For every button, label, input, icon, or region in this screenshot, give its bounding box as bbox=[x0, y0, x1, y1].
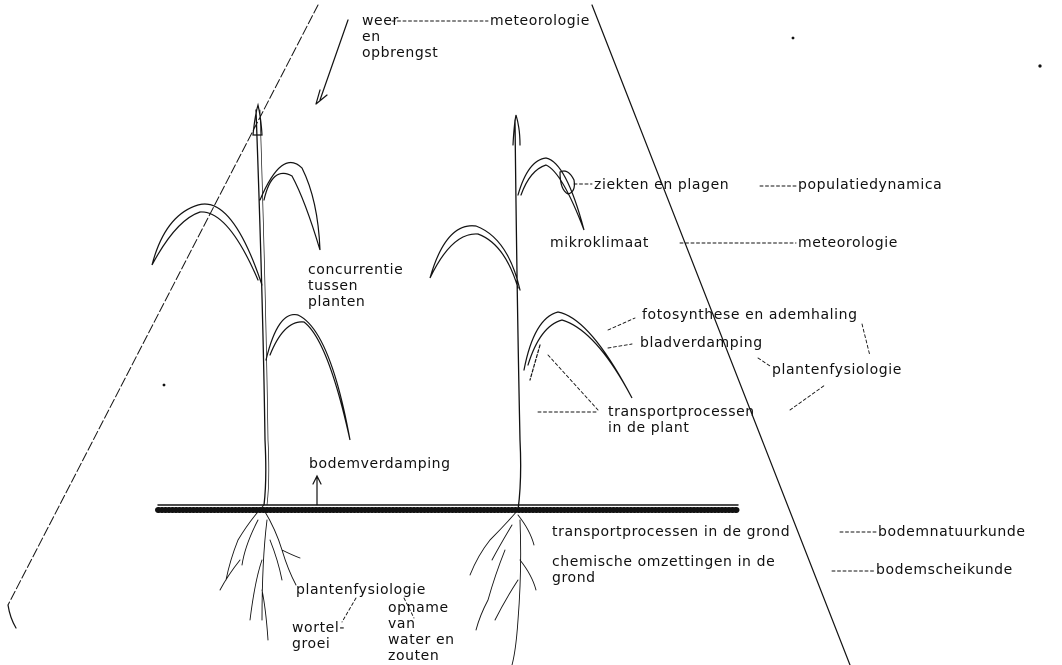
label-meteorology-top: meteorologie bbox=[490, 13, 590, 29]
label-population-dynamics: populatiedynamica bbox=[798, 177, 942, 193]
label-weather-yield: weer en opbrengst bbox=[362, 13, 438, 61]
left-plant-stem bbox=[256, 110, 266, 505]
label-photosynthesis: fotosynthese en ademhaling bbox=[642, 307, 858, 323]
left-leaf-3 bbox=[266, 315, 350, 440]
leader-foto bbox=[608, 318, 635, 330]
label-soil-chemistry: bodemscheikunde bbox=[876, 562, 1013, 578]
label-competition: concurrentie tussen planten bbox=[308, 262, 403, 310]
dot-mark-3 bbox=[163, 384, 165, 386]
right-leaf-1 bbox=[518, 158, 584, 230]
label-diseases: ziekten en plagen bbox=[594, 177, 729, 193]
label-soil-physics: bodemnatuurkunde bbox=[878, 524, 1026, 540]
dot-mark-2 bbox=[792, 37, 794, 39]
label-root-growth: wortel- groei bbox=[292, 620, 345, 652]
leader-plantfys-right bbox=[758, 324, 870, 366]
leader-blad bbox=[608, 344, 632, 348]
right-leaf-2 bbox=[430, 226, 520, 290]
label-plant-physiology-right: plantenfysiologie bbox=[772, 362, 902, 378]
label-soil-evaporation: bodemverdamping bbox=[309, 456, 451, 472]
label-transport-plant: transportprocessen in de plant bbox=[608, 404, 755, 436]
label-transport-soil: transportprocessen in de grond bbox=[552, 524, 790, 540]
label-leaf-transpiration: bladverdamping bbox=[640, 335, 763, 351]
right-plant-ear bbox=[513, 115, 520, 145]
right-roots bbox=[470, 510, 536, 665]
left-leaf-2 bbox=[152, 204, 262, 285]
label-chemical-conversions: chemische omzettingen in de grond bbox=[552, 554, 775, 586]
label-meteorology-mid: meteorologie bbox=[798, 235, 898, 251]
label-plant-physiology-left: plantenfysiologie bbox=[296, 582, 426, 598]
left-boundary-line bbox=[8, 5, 318, 605]
right-leaf-3 bbox=[524, 312, 632, 398]
left-plant-stem-b bbox=[260, 110, 269, 505]
leader-plantfys-left bbox=[342, 598, 356, 622]
left-roots bbox=[220, 505, 300, 640]
left-boundary-hook bbox=[8, 605, 16, 628]
left-leaf-1 bbox=[260, 162, 320, 250]
right-leaf-flow bbox=[530, 345, 540, 380]
label-microclimate: mikroklimaat bbox=[550, 235, 649, 251]
label-uptake: opname van water en zouten bbox=[388, 600, 455, 664]
weather-arrow bbox=[320, 20, 348, 100]
dot-mark-1 bbox=[1039, 65, 1041, 67]
right-plant-stem bbox=[515, 120, 521, 510]
